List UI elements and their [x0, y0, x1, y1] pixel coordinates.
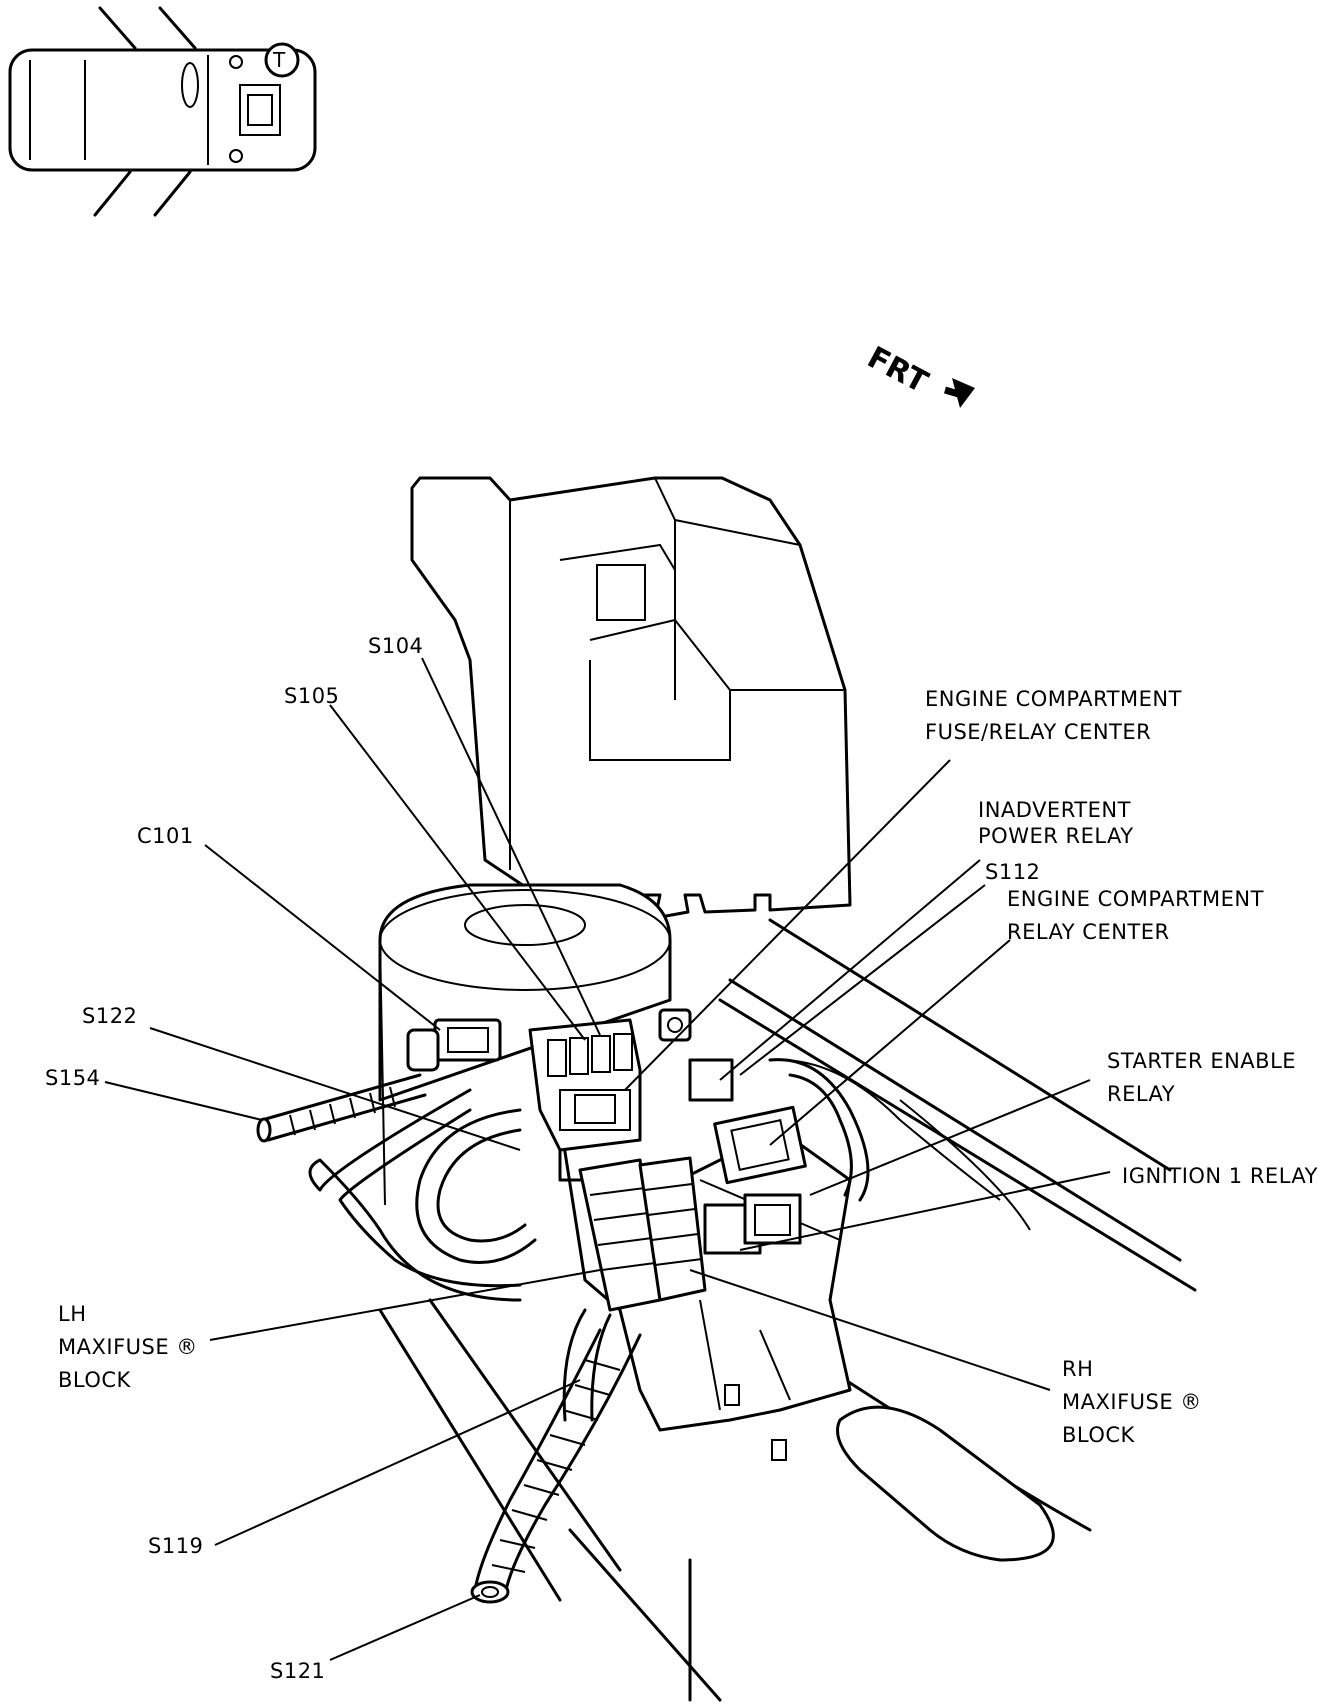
leader-s104	[421, 657, 601, 1036]
callout-rh-maxifuse-block: RH MAXIFUSE ® BLOCK	[1062, 1357, 1202, 1447]
callout-s122: S122	[82, 1004, 138, 1028]
leader-c101	[204, 844, 441, 1031]
callout-engine-relay-center: ENGINE COMPARTMENT RELAY CENTER	[1007, 887, 1264, 944]
wire-harnesses	[256, 1058, 1001, 1604]
callout-starter-enable-relay: STARTER ENABLE RELAY	[1107, 1049, 1297, 1106]
leader-s122	[149, 1027, 521, 1151]
callout-s112: S112	[985, 860, 1041, 884]
leader-s119	[214, 1379, 581, 1546]
leader-rh-maxifuse-block	[689, 1269, 1051, 1391]
callout-s105: S105	[284, 684, 340, 708]
leader-starter-enable-relay	[809, 1079, 1091, 1196]
leader-inadvertent-power-relay	[719, 859, 981, 1081]
callout-s119: S119	[148, 1534, 204, 1558]
frame-rails	[378, 918, 1197, 1702]
callout-engine-fuse-relay-center: ENGINE COMPARTMENT FUSE/RELAY CENTER	[925, 687, 1182, 744]
locator-circle	[264, 42, 300, 78]
leader-lines	[104, 657, 1111, 1661]
locator-letter: T	[273, 48, 286, 72]
callout-inadvertent-power-relay: INADVERTENT POWER RELAY	[978, 798, 1134, 848]
callout-s104: S104	[368, 634, 424, 658]
vehicle-locator	[8, 6, 317, 217]
callout-ignition-1-relay: IGNITION 1 RELAY	[1122, 1164, 1318, 1188]
leader-engine-relay-center	[769, 939, 1011, 1146]
leader-lh-maxifuse-block	[209, 1269, 601, 1341]
leader-s154	[104, 1081, 263, 1121]
leader-s112	[739, 884, 986, 1076]
leader-s121	[329, 1594, 481, 1661]
leader-s105	[329, 704, 586, 1041]
callout-s154: S154	[45, 1066, 101, 1090]
callout-s121: S121	[270, 1659, 326, 1683]
fuse-block-cluster	[528, 1008, 807, 1312]
callout-c101: C101	[137, 824, 194, 848]
c101-connector	[406, 1018, 502, 1072]
front-direction-arrow	[944, 378, 975, 408]
fuse-relay-center-cover	[410, 476, 852, 932]
leader-engine-fuse-relay-center	[624, 759, 951, 1091]
callout-lh-maxifuse-block: LH MAXIFUSE ® BLOCK	[58, 1302, 198, 1392]
leader-ignition-1-relay	[739, 1171, 1111, 1251]
